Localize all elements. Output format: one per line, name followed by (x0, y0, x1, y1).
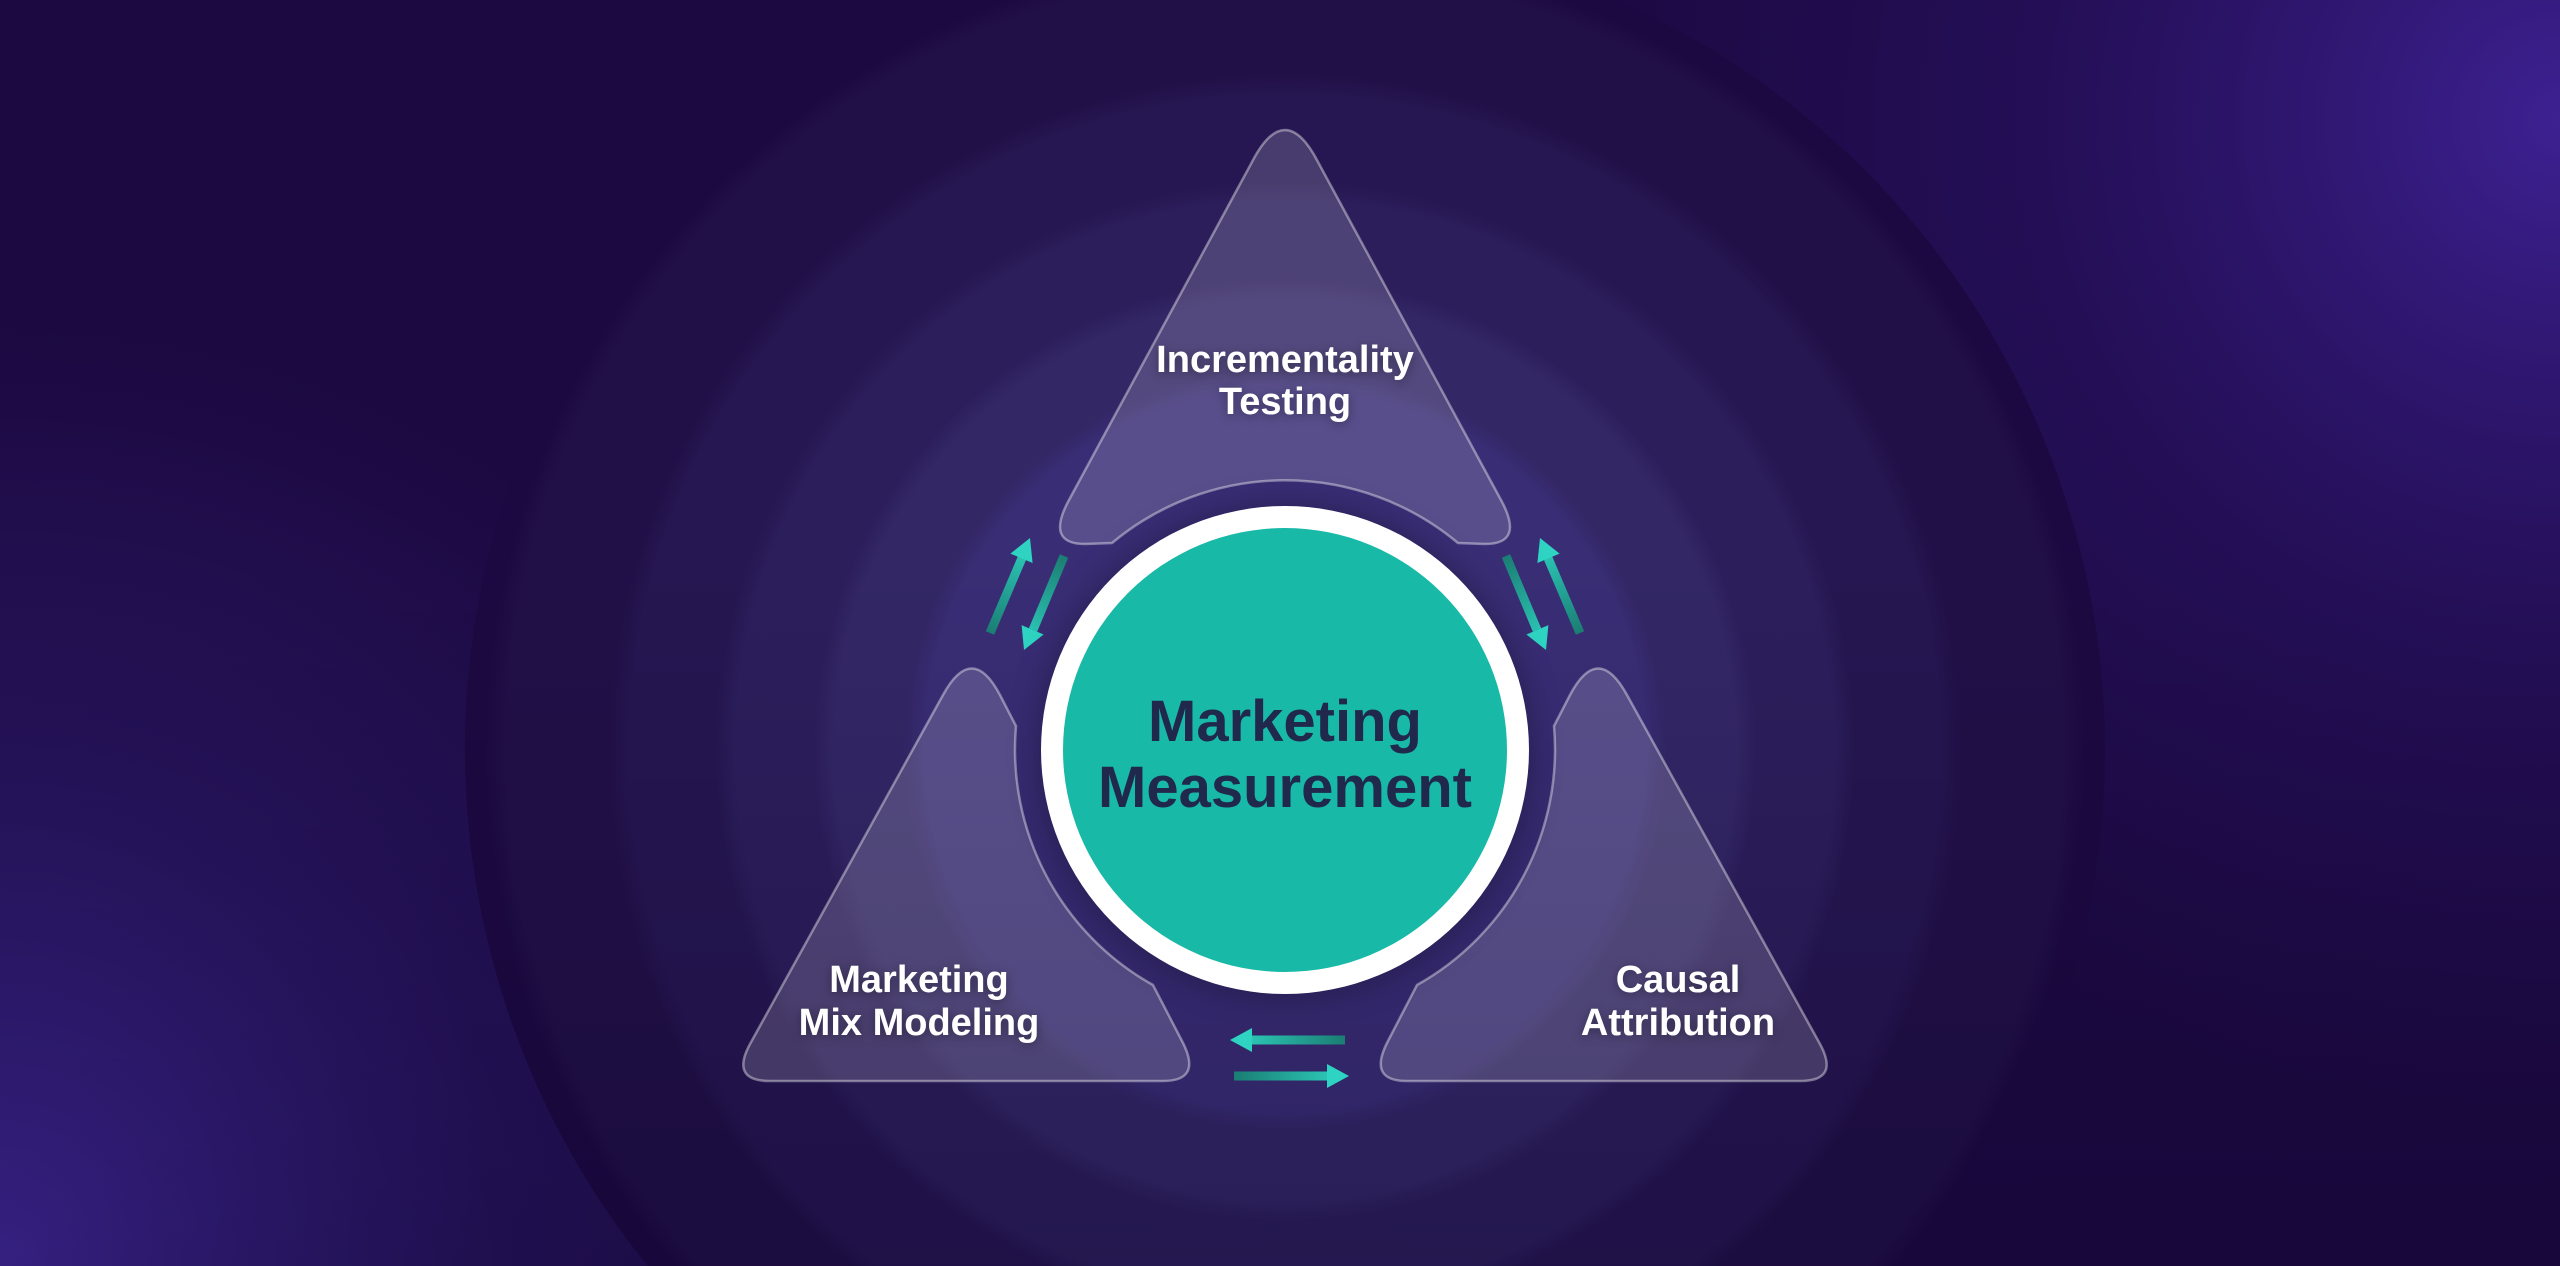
center-circle (1063, 528, 1507, 972)
center-label-line2: Measurement (1098, 755, 1472, 820)
center-label-line1: Marketing (1148, 689, 1422, 754)
arrow-left-causal-to-mmm-head-icon (1230, 1028, 1252, 1052)
arrow-up-causal-to-incrementality-shaft (1543, 556, 1585, 635)
node-incrementality-testing-label-line2: Testing (1219, 381, 1351, 423)
arrow-down-incrementality-to-mmm-head-icon (1021, 625, 1044, 650)
node-marketing-mix-modeling-shape (742, 667, 1191, 1083)
node-incrementality-testing-shape (1058, 129, 1512, 546)
arrow-right-mmm-to-causal-head-icon (1327, 1064, 1349, 1088)
arrows-mmm-incrementality (985, 538, 1069, 650)
node-incrementality-testing: Incrementality Testing (1058, 129, 1512, 546)
node-incrementality-testing-label-line1: Incrementality (1156, 339, 1414, 381)
node-causal-attribution-shape (1379, 667, 1828, 1083)
arrow-up-causal-to-incrementality-head-icon (1537, 538, 1560, 563)
arrows-mmm-causal (1230, 1028, 1349, 1088)
node-causal-attribution-label-line2: Attribution (1581, 1002, 1775, 1044)
center-node-marketing-measurement: Marketing Measurement (1041, 506, 1529, 994)
node-marketing-mix-modeling-label-line2: Mix Modeling (799, 1002, 1040, 1044)
arrow-up-mmm-to-incrementality-shaft (985, 556, 1027, 635)
node-marketing-mix-modeling-label-line1: Marketing (829, 959, 1008, 1001)
node-marketing-mix-modeling: Marketing Mix Modeling (742, 667, 1191, 1083)
node-causal-attribution: Causal Attribution (1379, 667, 1828, 1083)
arrow-down-incrementality-to-causal-head-icon (1526, 625, 1549, 650)
arrow-up-mmm-to-incrementality-head-icon (1010, 538, 1033, 563)
arrows-causal-incrementality (1501, 538, 1585, 650)
arrow-down-incrementality-to-mmm-shaft (1028, 554, 1069, 632)
arrow-down-incrementality-to-causal-shaft (1501, 554, 1542, 632)
node-causal-attribution-label-line1: Causal (1616, 959, 1741, 1001)
